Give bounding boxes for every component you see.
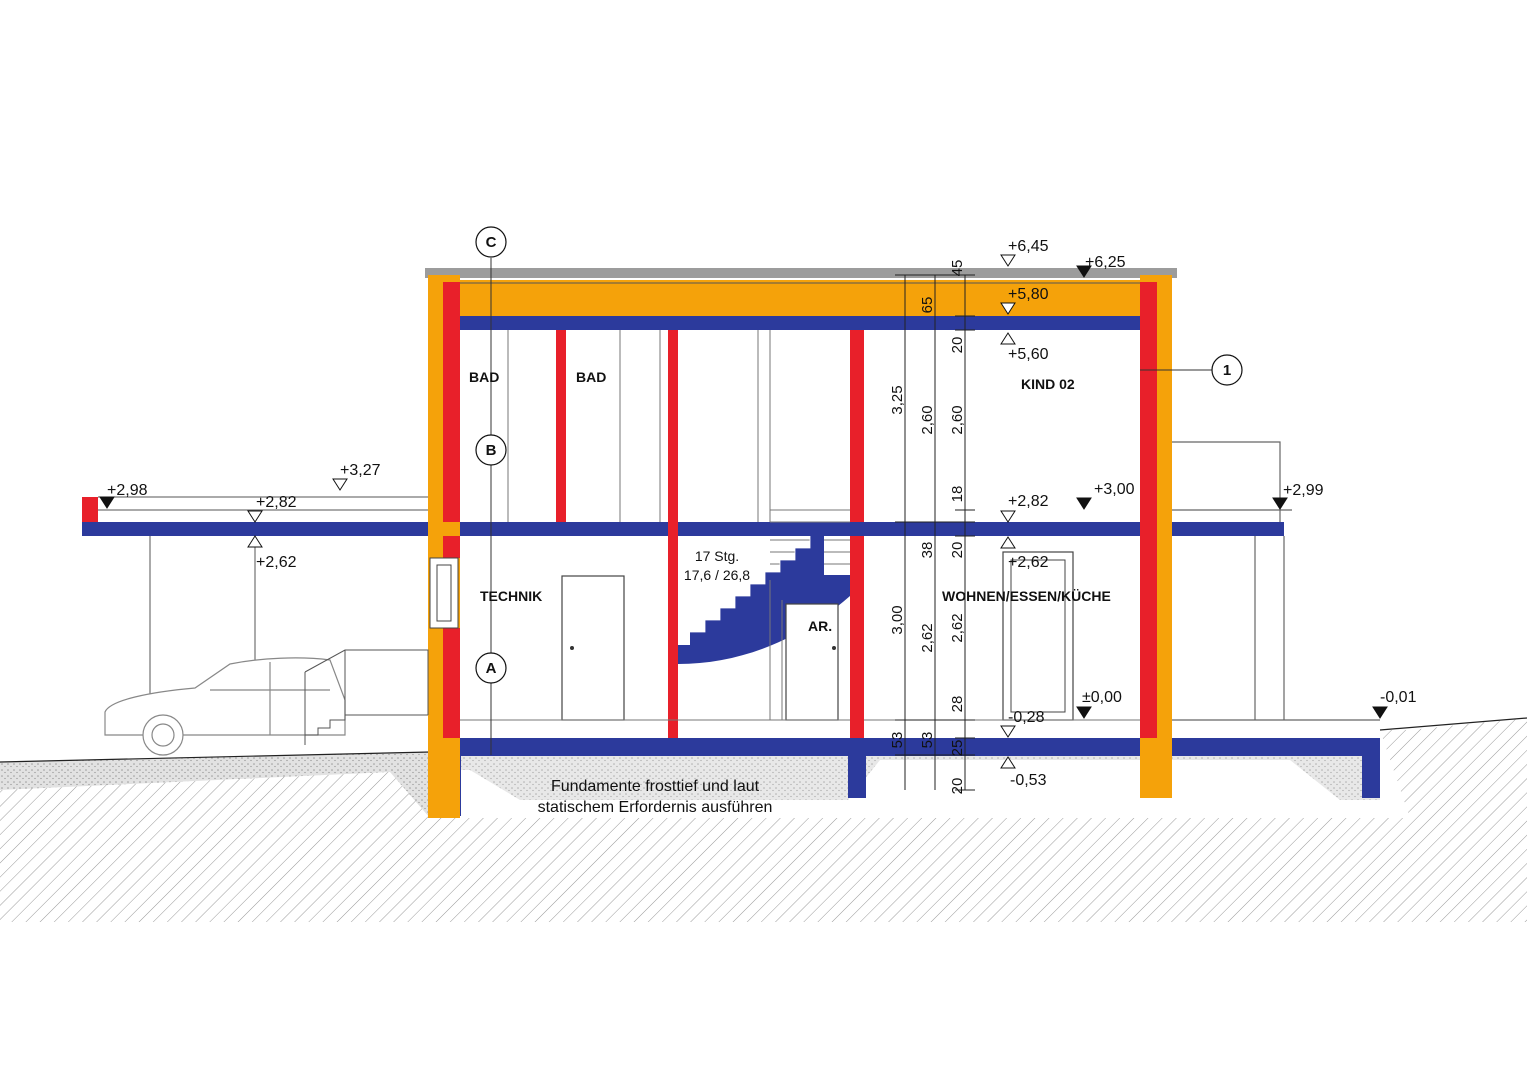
- wall-wohnen-left: [850, 536, 864, 738]
- room-label-bad-1: BAD: [469, 369, 499, 385]
- level-label-299: +2,99: [1283, 482, 1324, 499]
- wall-left-lower2: [443, 628, 460, 738]
- dim-inner-20c: 20: [949, 778, 966, 795]
- foundation-note-line1: Fundamente frosttief und laut: [551, 778, 760, 795]
- dim-inner-20b: 20: [949, 542, 966, 559]
- roof-cap: [425, 268, 1177, 278]
- level-label-300: +3,00: [1094, 481, 1135, 498]
- wohnen-window: [1002, 551, 1074, 721]
- room-label-ar: AR.: [808, 618, 832, 634]
- level-label-282-right: +2,82: [1008, 493, 1049, 510]
- level-label-000: ±0,00: [1082, 689, 1122, 706]
- ground: [0, 717, 1527, 922]
- outdoor-steps: [304, 649, 429, 745]
- staircase: [678, 536, 850, 664]
- level-label-028: -0,28: [1008, 709, 1045, 726]
- wohnen-window-pane: [1010, 559, 1066, 713]
- ground-line-right: [1379, 717, 1527, 731]
- ar-door: [785, 603, 839, 721]
- dim-inner-260: 2,60: [949, 405, 966, 434]
- wall-left-lower: [443, 536, 460, 558]
- technik-window-pane: [436, 564, 452, 622]
- roof-slab: [443, 316, 1159, 330]
- dim-middle-38: 38: [919, 542, 936, 559]
- gravel-bed: [0, 752, 430, 818]
- dim-inner-25: 25: [949, 740, 966, 757]
- dim-outer-325: 3,25: [889, 385, 906, 414]
- axis-marker-a: A: [475, 652, 507, 684]
- dimension-chains: [895, 274, 975, 791]
- technik-window: [429, 557, 459, 629]
- car-icon: [104, 657, 346, 756]
- carport-parapet: [82, 497, 98, 522]
- ground-right-slope: [1380, 718, 1527, 818]
- dim-inner-28: 28: [949, 696, 966, 713]
- stair-outline: [690, 536, 811, 633]
- room-label-bad-2: BAD: [576, 369, 606, 385]
- wall-kind-left: [850, 330, 864, 522]
- level-label-645: +6,45: [1008, 238, 1049, 255]
- foundation-mid: [848, 756, 866, 798]
- stair-count-label: 17 Stg.: [695, 548, 739, 564]
- level-markers: [99, 254, 1388, 769]
- dim-inner-18: 18: [949, 486, 966, 503]
- dim-outer-300: 3,00: [889, 605, 906, 634]
- axis-marker-c-label: C: [486, 234, 497, 251]
- balcony-slab: [1168, 522, 1284, 536]
- dim-middle-53: 53: [919, 732, 936, 749]
- axis-marker-a-label: A: [486, 660, 497, 677]
- wall-stair-left: [668, 330, 678, 738]
- dim-outer-53: 53: [889, 732, 906, 749]
- wall-bad-partition: [556, 330, 566, 522]
- room-label-wohnen: WOHNEN/ESSEN/KÜCHE: [942, 588, 1111, 604]
- room-label-technik: TECHNIK: [480, 588, 542, 604]
- level-label-001: -0,01: [1380, 689, 1417, 706]
- detail-marker-1-label: 1: [1223, 362, 1231, 379]
- level-label-327: +3,27: [340, 462, 381, 479]
- level-label-625: +6,25: [1085, 254, 1126, 271]
- room-label-kind: KIND 02: [1021, 376, 1075, 392]
- ground-line-left: [0, 751, 431, 763]
- level-label-282-left: +2,82: [256, 494, 297, 511]
- wall-right-full: [1140, 282, 1157, 738]
- dim-middle-65: 65: [919, 297, 936, 314]
- dim-inner-20a: 20: [949, 337, 966, 354]
- stair-ratio-label: 17,6 / 26,8: [684, 567, 750, 583]
- axis-marker-b: B: [475, 434, 507, 466]
- ground-slab: [443, 738, 1159, 756]
- ground-hatch: [0, 772, 1527, 922]
- axis-marker-b-label: B: [486, 442, 497, 459]
- level-label-262-left: +2,62: [256, 554, 297, 571]
- carport-slab: [82, 522, 432, 536]
- foundation-terrace: [1362, 756, 1380, 798]
- dim-middle-260: 2,60: [919, 405, 936, 434]
- detail-marker-1: 1: [1211, 354, 1243, 386]
- first-floor-slab: [443, 522, 1159, 536]
- ar-door-handle: [832, 646, 836, 650]
- foundation-note-line2: statischem Erfordernis ausführen: [538, 799, 773, 816]
- terrace-slab: [1168, 738, 1380, 756]
- level-label-580: +5,80: [1008, 286, 1049, 303]
- dim-inner-262: 2,62: [949, 613, 966, 642]
- level-label-560: +5,60: [1008, 346, 1049, 363]
- roof-insulation: [460, 280, 1140, 316]
- upper-floor-lines: [507, 330, 771, 522]
- axis-marker-c: C: [475, 226, 507, 258]
- level-label-262-right: +2,62: [1008, 554, 1049, 571]
- dim-middle-262: 2,62: [919, 623, 936, 652]
- balcony-railing: [1172, 441, 1380, 721]
- dim-inner-45: 45: [949, 260, 966, 277]
- wall-left-upper: [443, 282, 460, 522]
- level-label-298: +2,98: [107, 482, 148, 499]
- technik-door-handle: [570, 646, 574, 650]
- gravel-under-slab: [455, 755, 1380, 800]
- level-label-053: -0,53: [1010, 772, 1047, 789]
